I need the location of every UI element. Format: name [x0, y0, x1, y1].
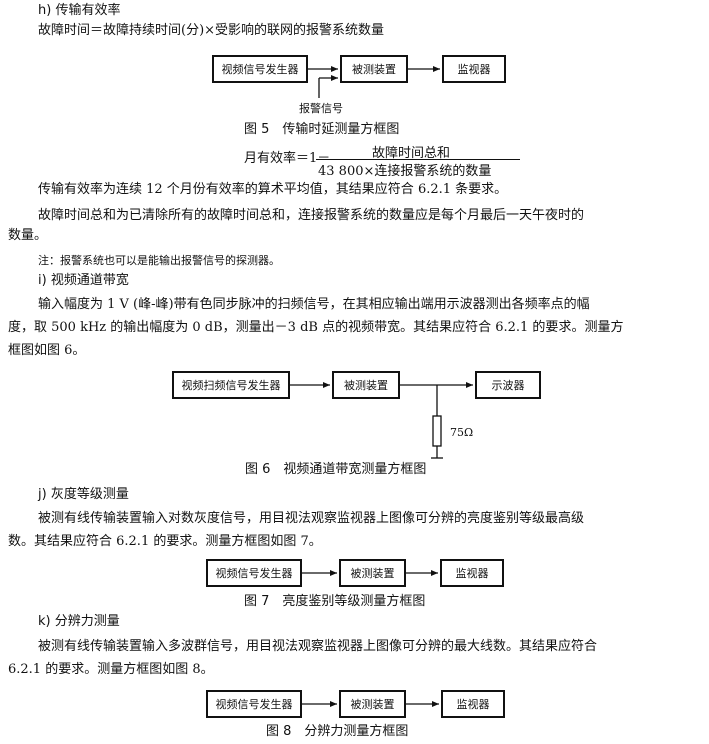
section-j-paragraph-line-2: 数。其结果应符合 6.2.1 的要求。测量方框图如图 7。 [8, 534, 322, 549]
section-h-paragraph-2-line-2: 数量。 [8, 228, 48, 243]
monthly-efficiency-lhs: 月有效率＝1－ [244, 151, 331, 166]
fig5-alarm-signal-label: 报警信号 [299, 102, 343, 115]
section-h-note: 注：报警系统也可以是能输出报警信号的探测器。 [38, 254, 280, 267]
section-h-paragraph-2-line-1: 故障时间总和为已清除所有的故障时间总和，连接报警系统的数量应是每个月最后一天午夜… [38, 208, 585, 223]
section-h-paragraph-1: 传输有效率为连续 12 个月份有效率的算术平均值，其结果应符合 6.2.1 条要… [38, 182, 508, 197]
fig6-resistor-label: 75Ω [450, 426, 474, 439]
fig6-device-under-test-box: 被测装置 [332, 371, 400, 399]
fig7-signal-generator-box: 视频信号发生器 [206, 559, 302, 587]
fraction-bar [316, 159, 520, 160]
section-k-paragraph-line-2: 6.2.1 的要求。测量方框图如图 8。 [8, 662, 214, 677]
section-i-heading: i) 视频通道带宽 [38, 273, 129, 288]
figure-8-caption: 图 8 分辨力测量方框图 [266, 724, 409, 739]
section-i-paragraph-line-2: 度，取 500 kHz 的输出幅度为 0 dB，测量出－3 dB 点的视频带宽。… [8, 320, 624, 335]
section-k-paragraph-line-1: 被测有线传输装置输入多波群信号，用目视法观察监视器上图像可分辨的最大线数。其结果… [38, 639, 598, 654]
section-i-paragraph-line-1: 输入幅度为 1 V (峰-峰)带有色同步脉冲的扫频信号，在其相应输出端用示波器测… [38, 297, 590, 312]
fig6-sweep-generator-box: 视频扫频信号发生器 [172, 371, 290, 399]
fig5-device-under-test-box: 被测装置 [340, 55, 408, 83]
section-j-heading: j) 灰度等级测量 [38, 487, 129, 502]
fig8-monitor-box: 监视器 [441, 690, 505, 718]
fig8-device-under-test-box: 被测装置 [339, 690, 406, 718]
fig7-device-under-test-box: 被测装置 [339, 559, 406, 587]
fig8-signal-generator-box: 视频信号发生器 [206, 690, 302, 718]
fault-time-formula: 故障时间＝故障持续时间(分)×受影响的联网的报警系统数量 [38, 23, 385, 38]
fig6-oscilloscope-box: 示波器 [475, 371, 541, 399]
section-j-paragraph-line-1: 被测有线传输装置输入对数灰度信号，用目视法观察监视器上图像可分辨的亮度鉴别等级最… [38, 511, 585, 526]
section-k-heading: k) 分辨力测量 [38, 614, 120, 629]
monthly-efficiency-fraction: 故障时间总和 43 800×连接报警系统的数量 [316, 141, 520, 179]
section-i-paragraph-line-3: 框图如图 6。 [8, 343, 86, 358]
figure-5-caption: 图 5 传输时延测量方框图 [244, 122, 400, 137]
fig5-signal-generator-box: 视频信号发生器 [212, 55, 308, 83]
fig5-monitor-box: 监视器 [442, 55, 506, 83]
section-h-heading: h) 传输有效率 [38, 3, 121, 18]
fraction-denominator: 43 800×连接报警系统的数量 [318, 164, 492, 179]
fig7-monitor-box: 监视器 [440, 559, 504, 587]
figure-7-caption: 图 7 亮度鉴别等级测量方框图 [244, 594, 426, 609]
figure-6-caption: 图 6 视频通道带宽测量方框图 [245, 462, 427, 477]
fraction-numerator: 故障时间总和 [372, 146, 451, 161]
